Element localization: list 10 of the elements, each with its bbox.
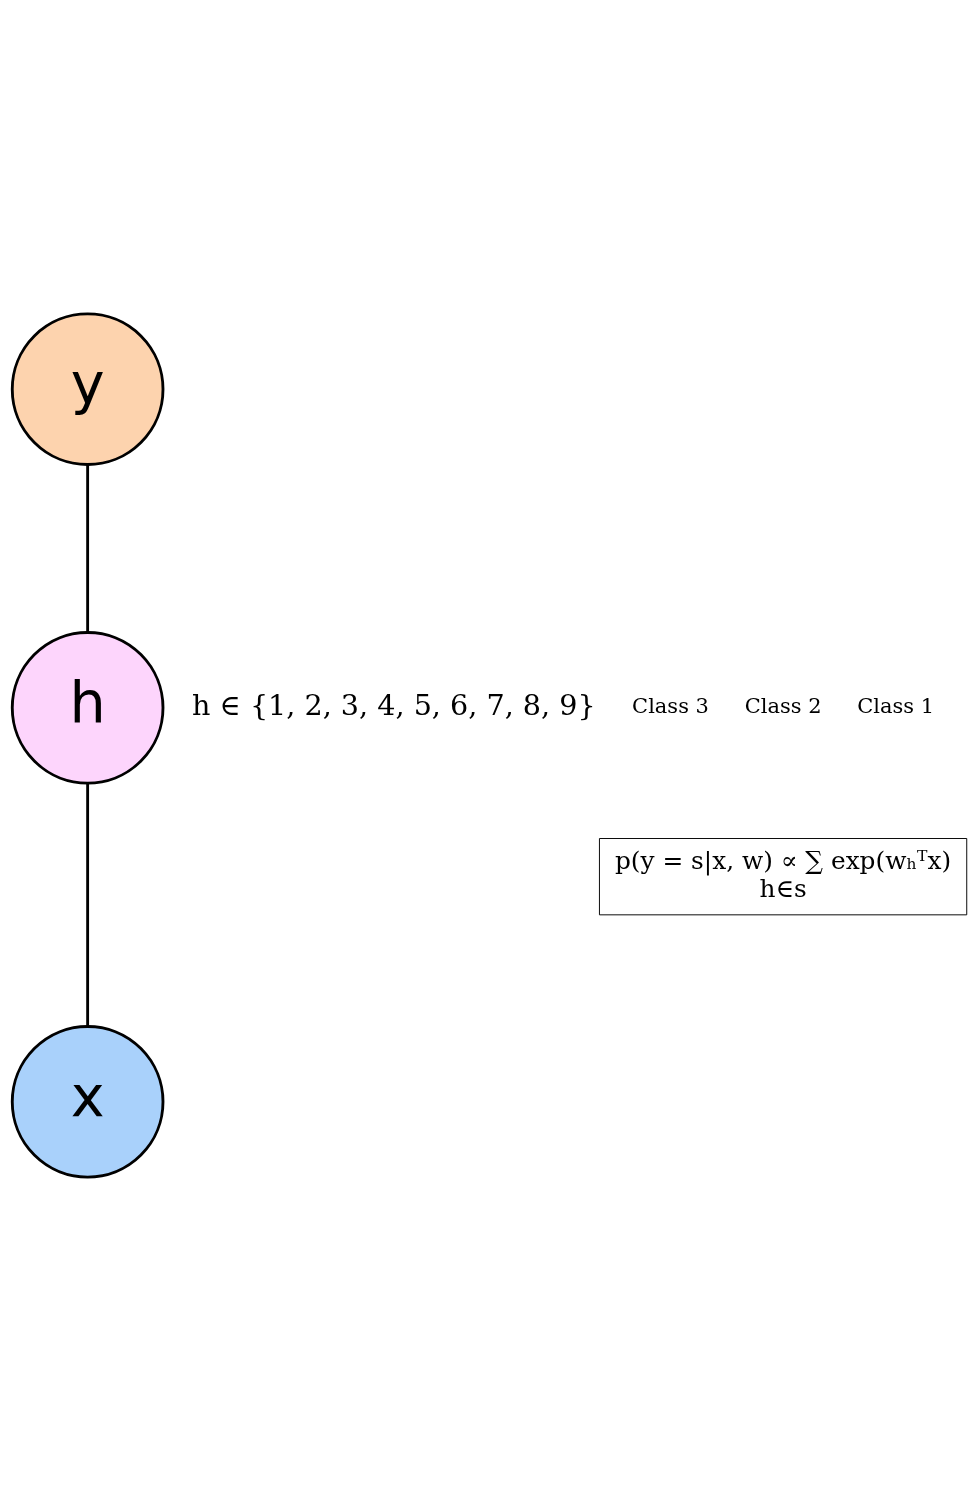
label: Class 3 (632, 693, 709, 718)
label: Class 2 (744, 693, 822, 718)
node-label: h ∈ {1, 2, 3, 4, 5, 6, 7, 8, 9} (192, 687, 596, 722)
label: Class 1 (857, 693, 935, 718)
connector (86, 464, 90, 632)
connector (86, 782, 90, 1026)
node-box: p(y = s|x, w) ∝ ∑ exp(wₕᵀx) h∈s (598, 837, 968, 915)
node-circle: h (10, 630, 165, 785)
node-circle: y (10, 311, 165, 466)
node-circle: x (10, 1024, 165, 1179)
